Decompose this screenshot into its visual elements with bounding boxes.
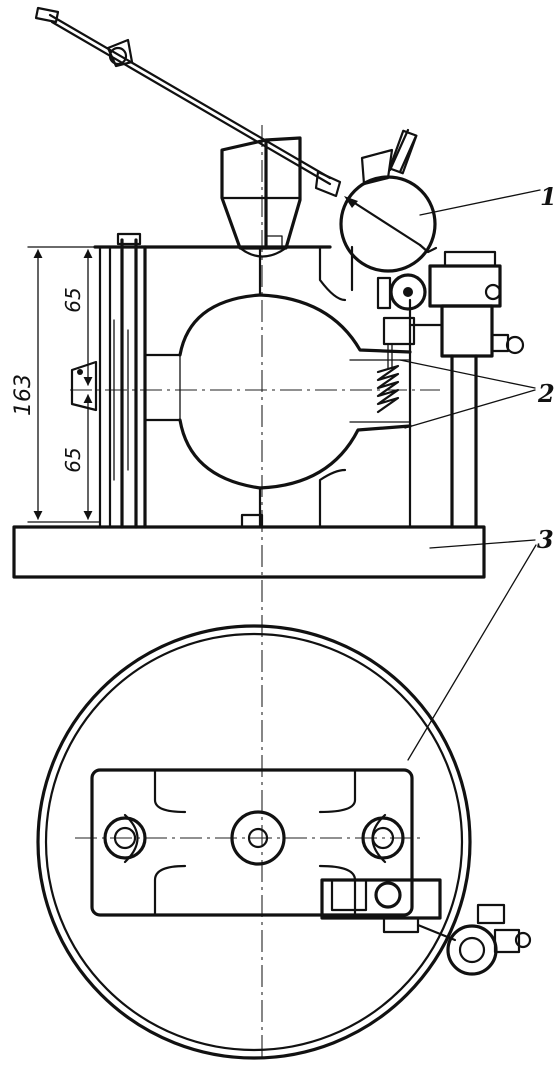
base-disk [36,624,472,1060]
gauge-rod [34,6,342,198]
plan-body [90,768,414,917]
left-rods [70,232,142,529]
dimension-upper: 65 [61,287,85,312]
callout-leaders [399,189,541,761]
indicator-stand [382,250,525,529]
dial-indicator [339,128,438,311]
base-plate [12,525,486,579]
callout-label-3: 3 [537,525,554,554]
callout-label-1: 1 [540,182,557,211]
dimension-lower: 65 [61,447,85,472]
callout-label-2: 2 [537,379,555,408]
dimension-lines [27,246,101,523]
center-stop [220,136,302,258]
dimension-overall: 163 [11,374,36,416]
fixture-body [93,245,412,529]
spring-assembly [376,343,400,414]
plan-indicator-bracket [320,878,532,976]
